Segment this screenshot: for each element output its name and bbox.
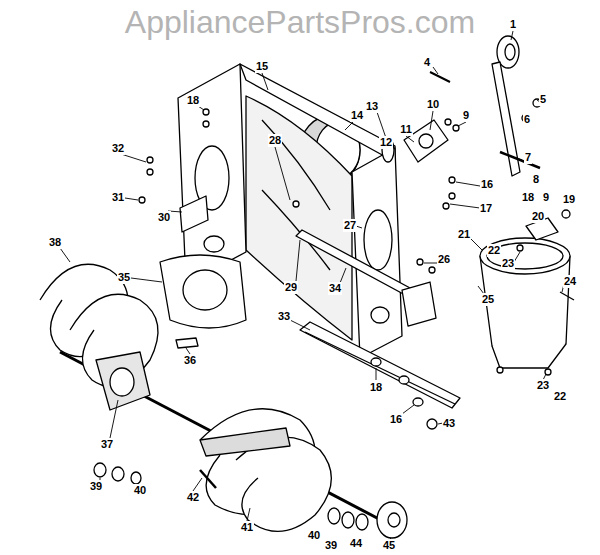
callout-number: 24 xyxy=(563,275,577,288)
callout-number: 18 xyxy=(369,381,383,394)
callout-number: 45 xyxy=(382,539,396,552)
callout-number: 1 xyxy=(509,18,517,31)
callout-number: 13 xyxy=(365,100,379,113)
callout-number: 30 xyxy=(157,211,171,224)
callout-number: 39 xyxy=(89,480,103,493)
callout-number: 25 xyxy=(481,293,495,306)
callout-number: 5 xyxy=(539,93,547,106)
callout-number: 18 xyxy=(521,191,535,204)
callout-number: 4 xyxy=(423,56,431,69)
callout-number: 23 xyxy=(501,257,515,270)
callout-number: 8 xyxy=(532,173,540,186)
callout-number: 21 xyxy=(457,228,471,241)
callout-number: 41 xyxy=(240,521,254,534)
callout-number: 43 xyxy=(442,417,456,430)
callout-number: 12 xyxy=(379,136,393,149)
callout-number: 34 xyxy=(328,282,342,295)
callout-number: 38 xyxy=(48,236,62,249)
callout-number: 23 xyxy=(536,379,550,392)
callout-number: 22 xyxy=(553,390,567,403)
callout-number: 6 xyxy=(523,113,531,126)
callout-number: 10 xyxy=(426,98,440,111)
callout-number: 18 xyxy=(186,94,200,107)
callout-number: 32 xyxy=(111,142,125,155)
callout-number: 36 xyxy=(183,354,197,367)
callout-number: 28 xyxy=(268,134,282,147)
callout-number: 40 xyxy=(307,529,321,542)
callout-number: 35 xyxy=(117,271,131,284)
callout-number: 16 xyxy=(480,178,494,191)
callout-number: 42 xyxy=(186,491,200,504)
callout-number: 19 xyxy=(562,193,576,206)
callout-number: 9 xyxy=(542,191,550,204)
callout-number: 27 xyxy=(343,219,357,232)
callout-number: 37 xyxy=(100,438,114,451)
callout-number: 7 xyxy=(524,151,532,164)
callout-number: 31 xyxy=(111,191,125,204)
callout-number: 29 xyxy=(284,281,298,294)
callout-number: 33 xyxy=(277,310,291,323)
callout-number: 15 xyxy=(255,60,269,73)
callout-number: 40 xyxy=(133,484,147,497)
callout-number: 22 xyxy=(487,244,501,257)
callout-number: 17 xyxy=(479,202,493,215)
callout-number: 9 xyxy=(462,109,470,122)
watermark: AppliancePartsPros.com xyxy=(125,6,475,38)
callout-number: 26 xyxy=(437,253,451,266)
callout-number: 39 xyxy=(324,539,338,552)
callout-number: 20 xyxy=(531,210,545,223)
callout-number: 16 xyxy=(389,413,403,426)
callout-number: 11 xyxy=(399,123,413,136)
callout-number: 14 xyxy=(350,109,364,122)
callout-number: 44 xyxy=(349,537,363,550)
